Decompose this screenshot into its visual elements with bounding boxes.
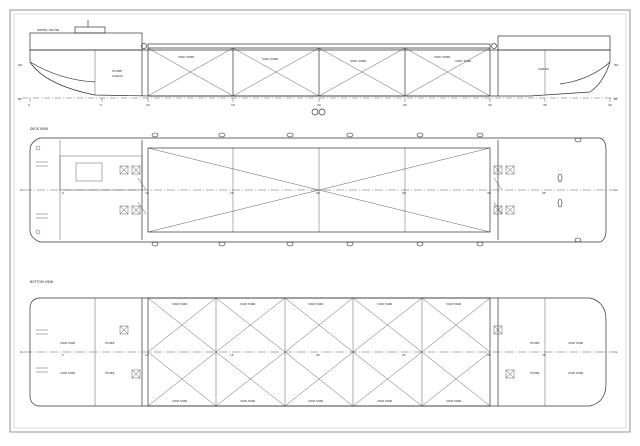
frame-number: 20 — [316, 191, 320, 195]
frame-number: 20 — [316, 353, 320, 357]
frame-number: 30 — [487, 353, 491, 357]
profile-stern-rake — [29, 61, 96, 83]
hold-label: CARGO — [538, 67, 550, 71]
tank-label: VOID TANK — [446, 302, 461, 306]
tank-label: VOID TANK — [172, 399, 187, 403]
baseline-left: BL — [18, 97, 22, 101]
store-label-2: CARGO — [112, 74, 124, 78]
bottom-hatches — [119, 325, 515, 379]
tank-label: VOID TANK — [308, 399, 323, 403]
waterline-right: WL — [614, 63, 619, 67]
propeller-symbol — [318, 108, 326, 116]
tank-label: VOID TANK — [455, 59, 472, 63]
deck-hatches — [119, 165, 515, 215]
bottom-centerline-left: CL — [20, 350, 24, 354]
deck-vent — [35, 145, 41, 151]
frame-number: 30 — [487, 191, 491, 195]
aft-label: STORE — [105, 341, 115, 345]
fore-label: VOID TANK — [568, 341, 583, 345]
deck-view-labels: CL CL 5 10 15 20 25 30 35 — [20, 188, 618, 195]
tank-label: VOID TANK — [446, 399, 461, 403]
deck-ramp — [137, 177, 503, 215]
propeller-symbol — [311, 108, 319, 116]
tank-label: VOID TANK — [172, 302, 187, 306]
deckhouse — [29, 32, 143, 51]
baseline-right: BL — [614, 97, 618, 101]
bottom-outline — [29, 297, 607, 407]
profile-bow-rake — [559, 61, 611, 85]
tank-label: VOID TANK — [240, 302, 255, 306]
tank-label: VOID TANK — [262, 57, 279, 61]
profile-hull-outline — [29, 49, 611, 97]
frame-number: 5 — [62, 191, 64, 195]
fore-label: STORE — [530, 341, 540, 345]
fore-label: STORE — [530, 371, 540, 375]
tank-label: VOID TANK — [434, 55, 451, 59]
tank-label: VOID TANK — [350, 59, 367, 63]
frame-number: 25 — [402, 191, 406, 195]
frame-number: 15 — [231, 103, 235, 107]
frame-number: 35 — [543, 103, 547, 107]
deck-skylight — [75, 162, 103, 182]
frame-number: 25 — [403, 103, 407, 107]
aft-label: STORE — [105, 371, 115, 375]
deck-outline — [29, 137, 607, 243]
hold-bracing — [147, 47, 491, 97]
tank-label: VOID TANK — [308, 302, 323, 306]
frame-number: 15 — [230, 353, 234, 357]
deck-stern-fittings — [36, 161, 48, 219]
tank-label: VOID TANK — [377, 399, 392, 403]
sheet-outer-border — [9, 9, 631, 433]
bottom-view-labels: CL CL VOID TANK STORE STORE VOID TANK VO… — [20, 302, 618, 403]
frame-number: 30 — [488, 103, 492, 107]
deck-centerline-left: CL — [20, 188, 24, 192]
tank-label: VOID TANK — [377, 302, 392, 306]
bottom-bracing — [147, 297, 491, 407]
aft-label: VOID TANK — [60, 371, 75, 375]
bollard — [141, 43, 147, 49]
frame-number: 25 — [402, 353, 406, 357]
bottom-view-title: BOTTOM VIEW — [30, 280, 54, 284]
bottom-centerline-right: CL — [614, 350, 618, 354]
waterline-left: WL — [18, 63, 23, 67]
bollard — [491, 43, 497, 49]
profile-frame-ticks — [29, 98, 611, 102]
deckhouse-upper — [74, 26, 106, 34]
forecastle-house — [497, 35, 611, 51]
deck-vent — [35, 229, 41, 235]
tank-label: VOID TANK — [240, 399, 255, 403]
frame-number: 0 — [28, 103, 30, 107]
frame-number: 35 — [542, 353, 546, 357]
bottom-stern-fittings — [36, 329, 48, 373]
deck-view-title: DECK VIEW — [30, 127, 49, 131]
deck-centerline-right: CL — [614, 188, 618, 192]
deck-house-plan — [59, 155, 143, 191]
deck-hold-diagonal — [147, 147, 491, 233]
frame-number: 35 — [542, 191, 546, 195]
aft-label: VOID TANK — [60, 341, 75, 345]
store-label: STORE — [112, 69, 122, 73]
frame-number: 10 — [145, 191, 149, 195]
frame-number: 10 — [145, 353, 149, 357]
tank-label: VOID TANK — [178, 55, 195, 59]
frame-number: 40 — [608, 103, 612, 107]
profile-labels: WHEEL HOUSE STORE CARGO VOID TANK VOID T… — [18, 28, 619, 107]
frame-number: 5 — [62, 353, 64, 357]
frame-number: 20 — [317, 103, 321, 107]
sheet-inner-border — [13, 13, 627, 429]
deck-fittings — [151, 132, 582, 247]
frame-number: 5 — [100, 103, 102, 107]
deck-view — [24, 132, 614, 247]
frame-number: 10 — [146, 103, 150, 107]
bottom-view — [24, 297, 614, 407]
fore-label: VOID TANK — [568, 371, 583, 375]
deckhouse-label: WHEEL HOUSE — [37, 28, 59, 32]
frame-number: 15 — [230, 191, 234, 195]
profile-view — [22, 20, 618, 116]
